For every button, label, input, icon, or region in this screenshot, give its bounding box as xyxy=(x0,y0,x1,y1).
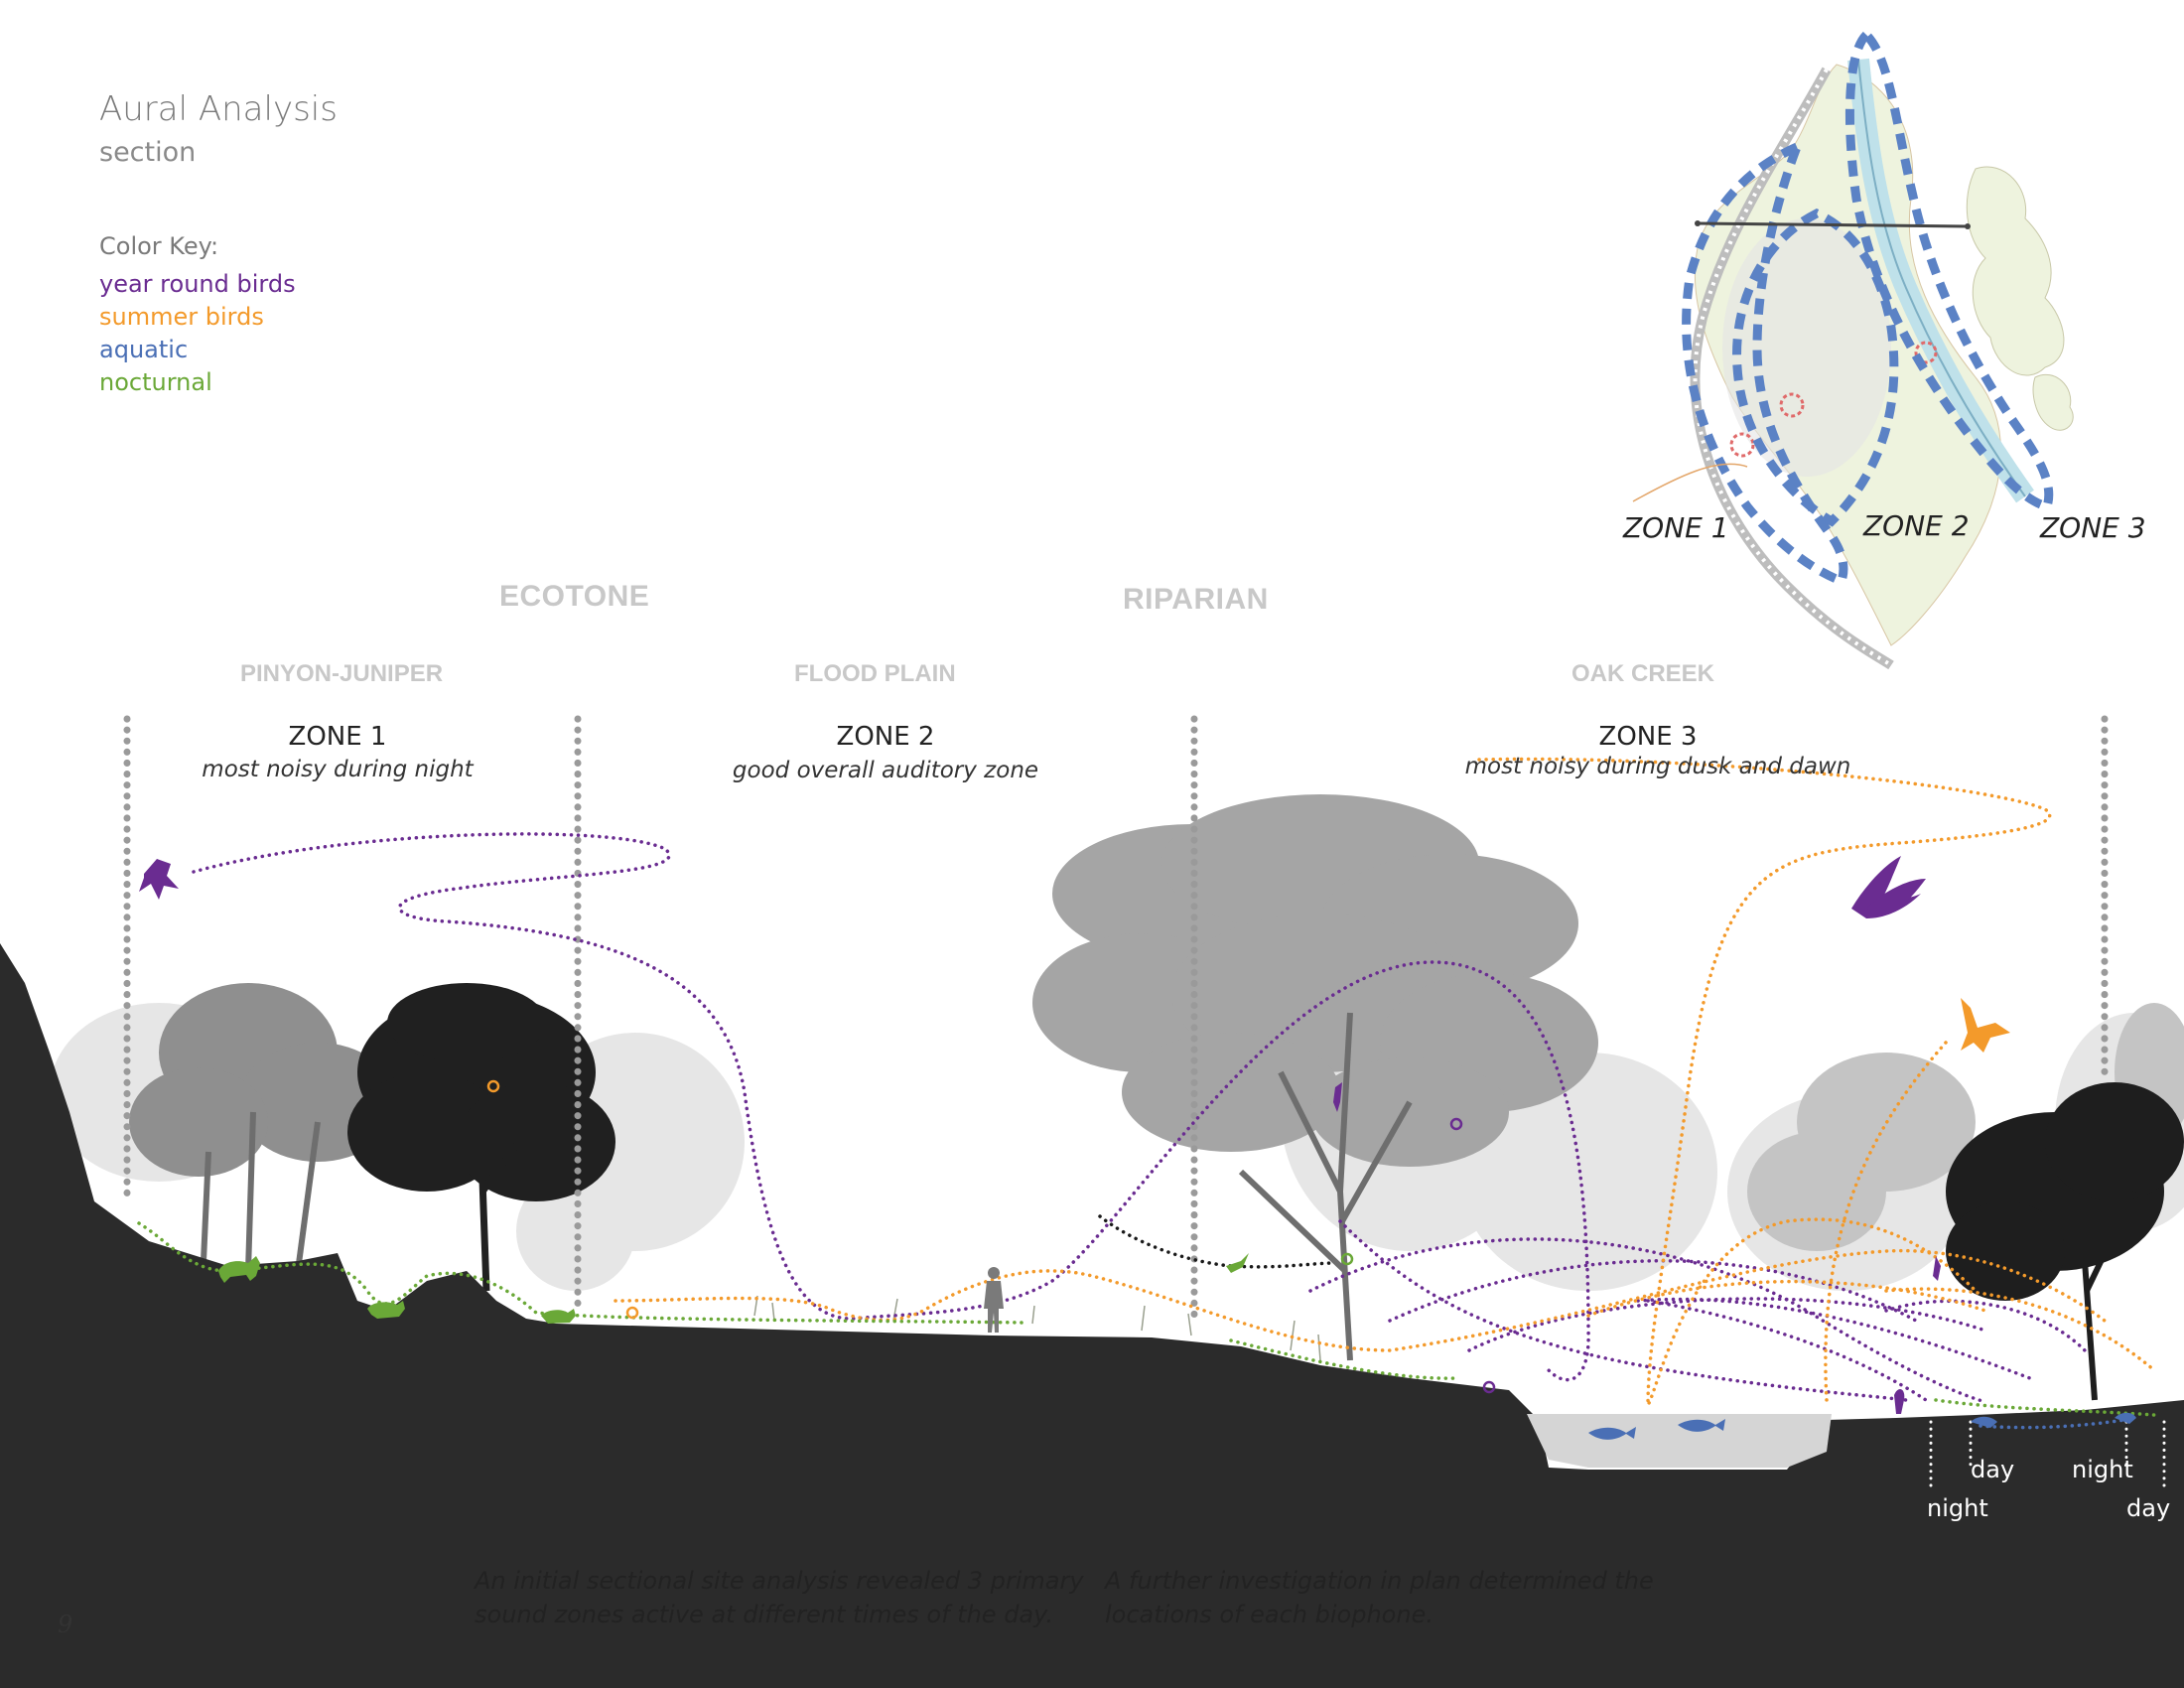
zone-1-description: most noisy during night xyxy=(202,757,474,782)
aquatic-path xyxy=(1979,1418,2126,1430)
aquatic-fish-icons xyxy=(1588,1412,2136,1440)
zone-3-title: ZONE 3 xyxy=(1598,722,1698,752)
year-round-bird-paths xyxy=(192,832,2087,1404)
time-label-night-1: night xyxy=(1927,1494,1988,1522)
caption-left-line-1: An initial sectional site analysis revea… xyxy=(475,1567,1084,1595)
caption-right: A further investigation in plan determin… xyxy=(1105,1564,1654,1631)
region-ecotone: ECOTONE xyxy=(499,580,650,613)
map-island-2 xyxy=(2032,373,2074,431)
page-title: Aural Analysis xyxy=(99,89,338,129)
midground-trees xyxy=(129,983,397,1177)
map-zone-1-outline xyxy=(1682,138,1848,587)
zone-1-title: ZONE 1 xyxy=(288,722,387,752)
zone-dividers xyxy=(123,715,2109,1325)
creek-water xyxy=(1527,1414,1832,1468)
summer-bird-icon xyxy=(1961,998,2010,1053)
dark-tree-zone-3 xyxy=(1946,1082,2184,1301)
nocturnal-paths xyxy=(137,1221,2156,1417)
map-label-zone-3: ZONE 3 xyxy=(2040,511,2146,544)
person-figure xyxy=(984,1267,1004,1333)
year-round-birds-pair-icon xyxy=(1851,856,1926,918)
region-riparian: RIPARIAN xyxy=(1123,583,1269,616)
map-label-zone-1: ZONE 1 xyxy=(1623,511,1729,544)
map-zone-3-outline xyxy=(1844,28,2054,512)
color-key-heading: Color Key: xyxy=(99,232,219,260)
subregion-flood-plain: FLOOD PLAIN xyxy=(794,660,956,687)
color-key-summer-birds: summer birds xyxy=(99,303,264,331)
caption-left: An initial sectional site analysis revea… xyxy=(475,1564,1084,1631)
summer-bird-paths xyxy=(614,757,2156,1411)
nocturnal-animal-icons xyxy=(218,1253,1249,1324)
time-label-night-2: night xyxy=(2072,1456,2133,1483)
subregion-oak-creek: OAK CREEK xyxy=(1571,660,1715,687)
time-label-day-2: day xyxy=(2126,1494,2171,1522)
page-number: 9 xyxy=(58,1611,73,1638)
caption-right-line-2: locations of each biophone. xyxy=(1105,1601,1433,1628)
zone-2-description: good overall auditory zone xyxy=(732,758,1039,783)
color-key-aquatic: aquatic xyxy=(99,336,189,363)
map-island xyxy=(1966,166,2065,376)
zone-3-description: most noisy during dusk and dawn xyxy=(1464,754,1851,779)
color-key-year-round-birds: year round birds xyxy=(99,270,296,298)
site-plan-map xyxy=(1632,28,2074,670)
terrain xyxy=(0,943,2184,1688)
zone-2-title: ZONE 2 xyxy=(836,722,935,752)
year-round-bird-icon xyxy=(139,859,179,900)
page-subtitle: section xyxy=(99,137,197,168)
section-cut-line xyxy=(1697,221,1969,228)
subregion-pinyon-juniper: PINYON-JUNIPER xyxy=(240,660,444,687)
time-label-day-1: day xyxy=(1971,1456,2015,1483)
caption-left-line-2: sound zones active at different times of… xyxy=(475,1601,1054,1628)
map-label-zone-2: ZONE 2 xyxy=(1863,509,1970,542)
color-key-nocturnal: nocturnal xyxy=(99,368,212,396)
caption-right-line-1: A further investigation in plan determin… xyxy=(1105,1567,1654,1595)
